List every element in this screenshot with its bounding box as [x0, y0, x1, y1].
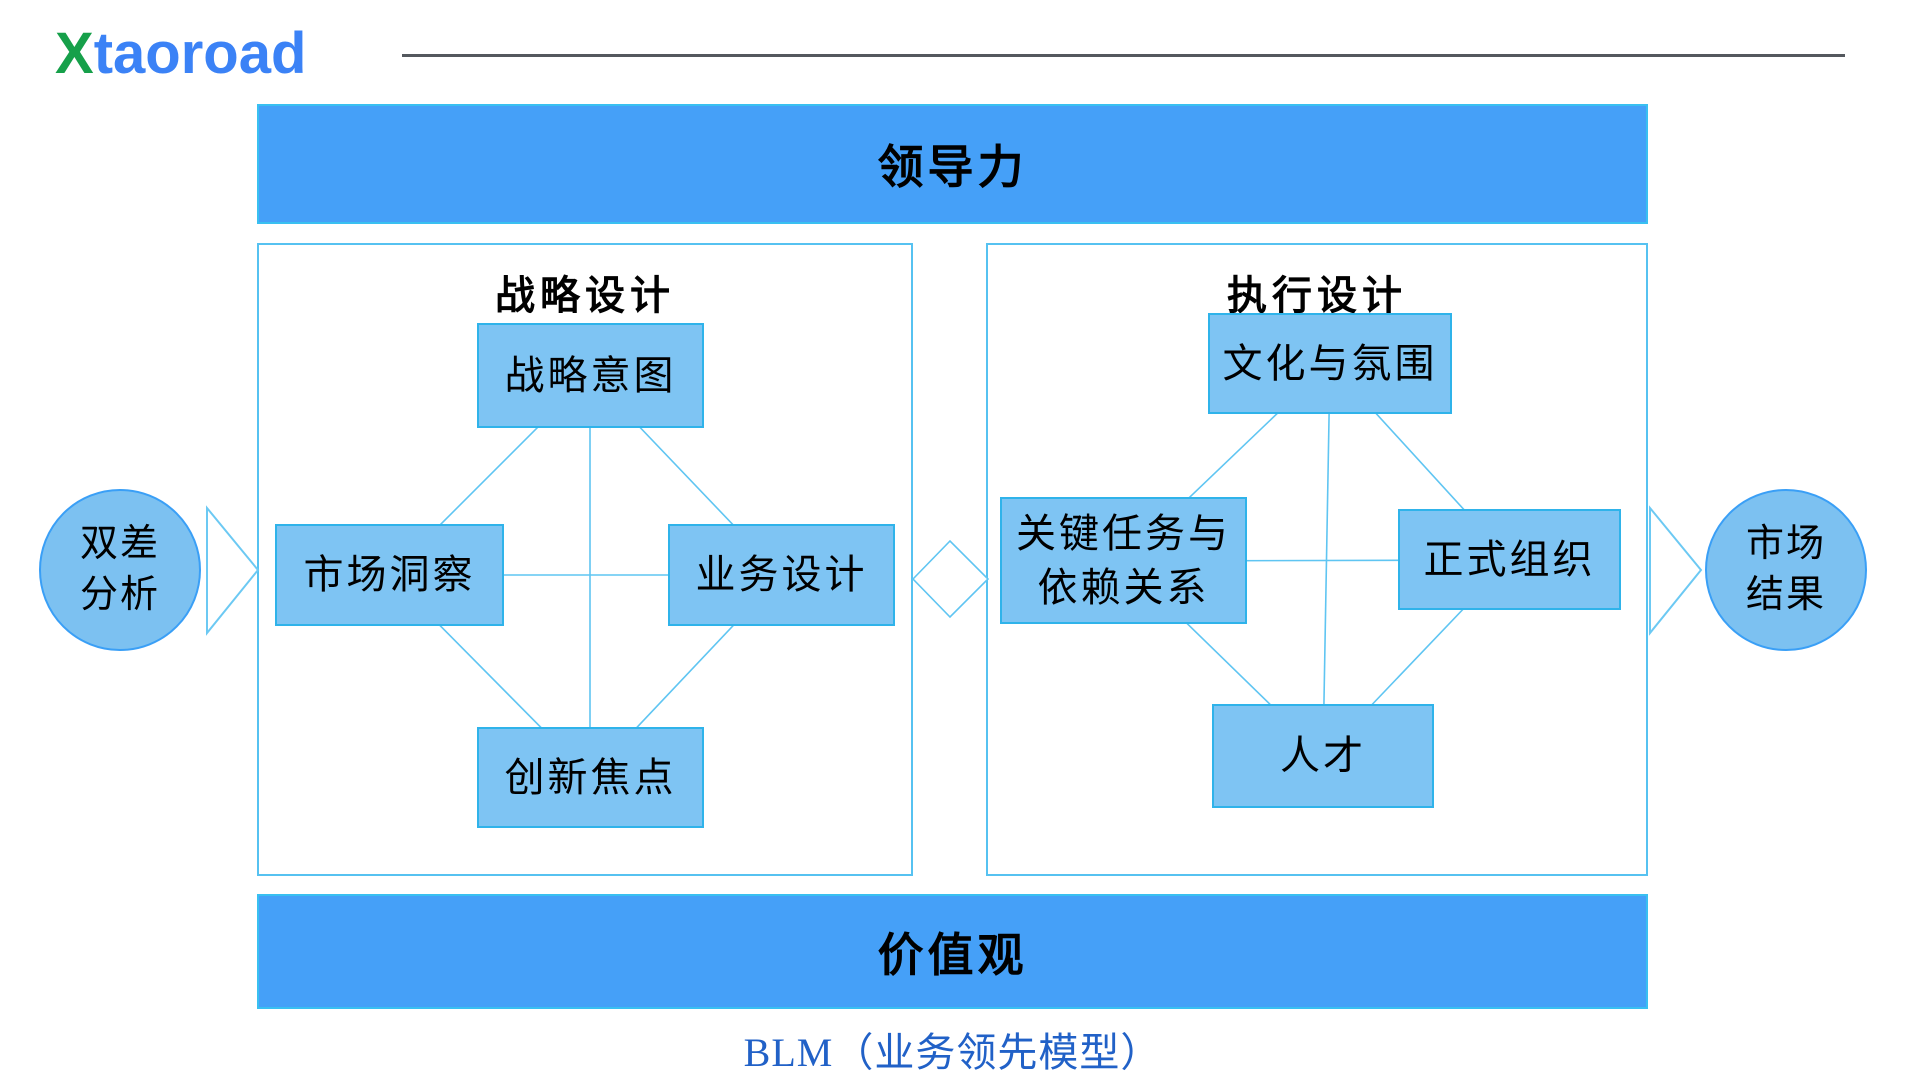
values-banner: 价值观: [257, 894, 1648, 1009]
node-culture-climate: 文化与氛围: [1208, 313, 1452, 414]
diagram-caption: BLM（业务领先模型）: [743, 1030, 1162, 1075]
left-arrow-icon: [206, 505, 260, 636]
node-key-tasks-dependencies: 关键任务与 依赖关系: [1000, 497, 1247, 624]
right-arrow-icon: [1649, 505, 1703, 636]
brand-logo-x: X: [55, 20, 94, 86]
node-business-design: 业务设计: [668, 524, 895, 626]
leadership-banner: 领导力: [257, 104, 1648, 224]
gap-analysis-circle: 双差 分析: [39, 489, 201, 651]
node-strategic-intent: 战略意图: [477, 323, 704, 428]
node-market-insight: 市场洞察: [275, 524, 504, 626]
node-formal-organization: 正式组织: [1398, 509, 1621, 610]
brand-logo-text: taoroad: [93, 20, 307, 86]
node-innovation-focus: 创新焦点: [477, 727, 704, 828]
header-divider-line: [402, 54, 1845, 57]
strategy-design-title: 战略设计: [495, 273, 675, 318]
market-results-circle: 市场 结果: [1705, 489, 1867, 651]
leadership-banner-label: 领导力: [877, 142, 1028, 193]
values-banner-label: 价值观: [877, 929, 1028, 981]
node-talent: 人才: [1212, 704, 1434, 808]
center-diamond-icon: [911, 539, 990, 619]
execution-design-title: 执行设计: [1227, 273, 1407, 318]
